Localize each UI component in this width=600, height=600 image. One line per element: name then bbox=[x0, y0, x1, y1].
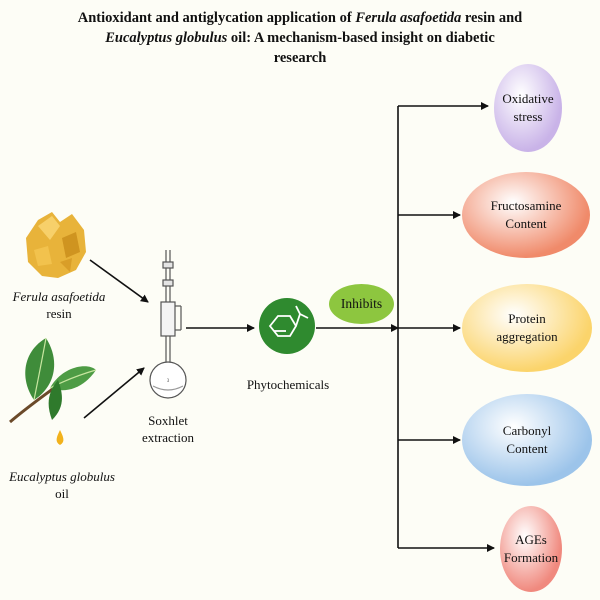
soxhlet-apparatus-icon: 3 bbox=[149, 250, 187, 399]
figure-title: Antioxidant and antiglycation applicatio… bbox=[77, 10, 523, 66]
molecule-icon bbox=[268, 305, 309, 337]
inhibits-badge: Inhibits bbox=[329, 284, 394, 324]
svg-text:3: 3 bbox=[167, 379, 170, 384]
phytochemicals-circle bbox=[259, 298, 315, 354]
resin-icon bbox=[26, 212, 86, 278]
eucalyptus-leaf-icon bbox=[9, 337, 97, 445]
phytochemicals-label: Phytochemicals bbox=[246, 377, 330, 392]
